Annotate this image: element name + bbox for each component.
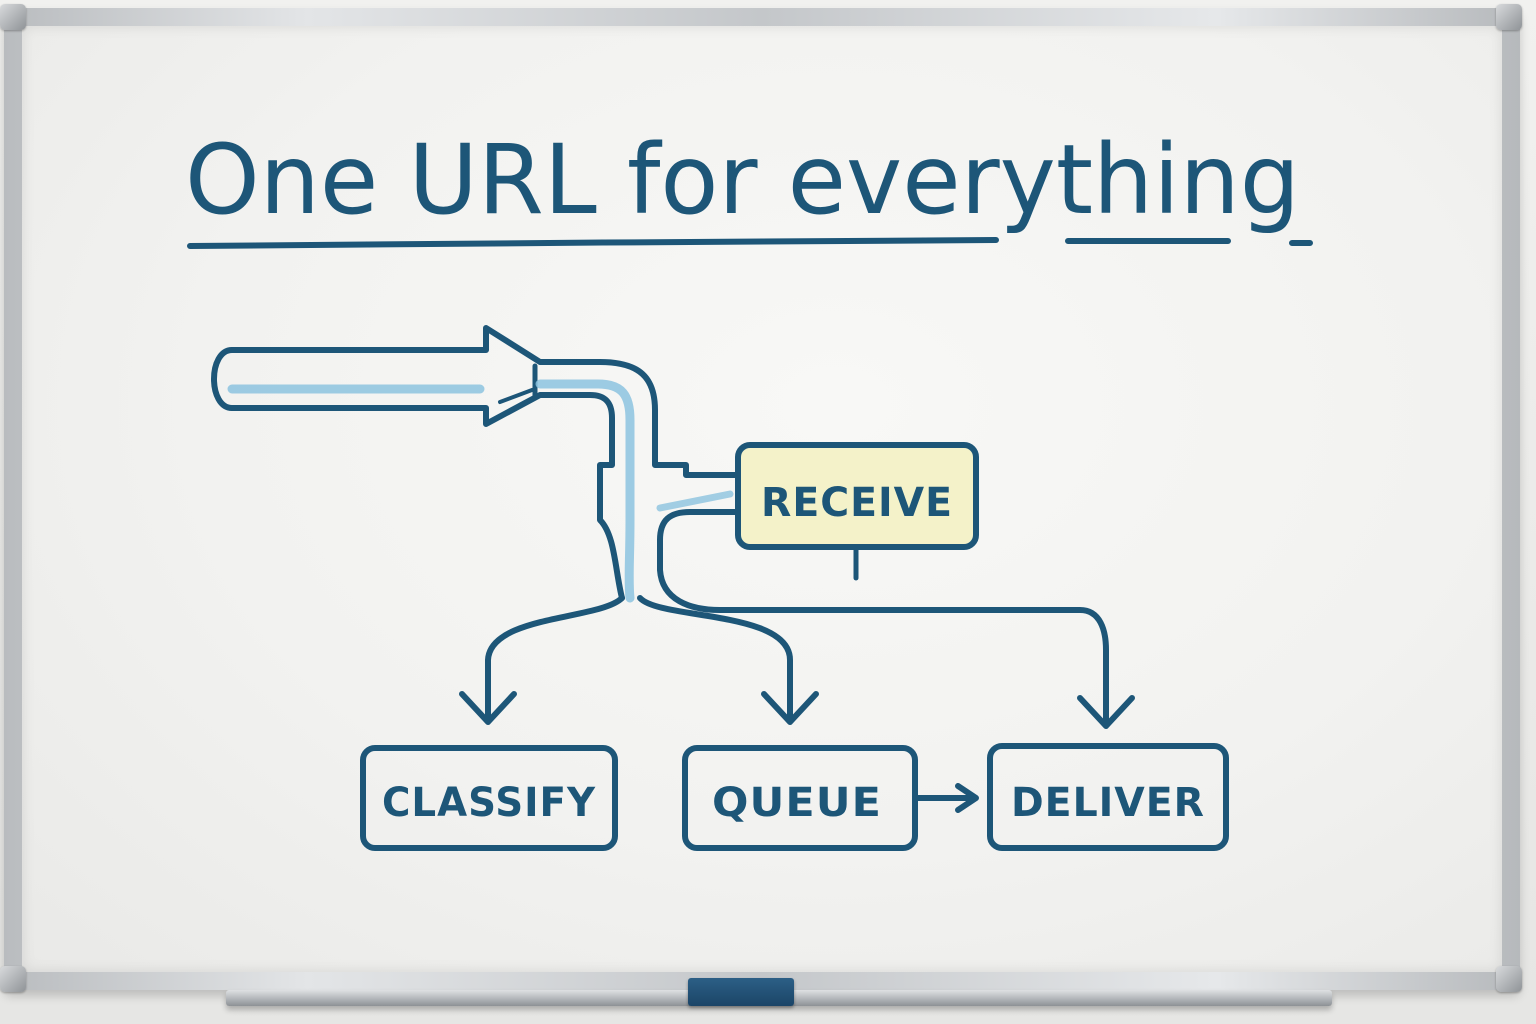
node-receive-label: RECEIVE bbox=[761, 480, 953, 526]
whiteboard-eraser[interactable] bbox=[688, 978, 794, 1006]
node-queue-label: QUEUE bbox=[712, 780, 882, 826]
frame-corner-top-left bbox=[0, 4, 26, 30]
node-queue: QUEUE bbox=[682, 745, 918, 851]
node-deliver-label: DELIVER bbox=[1011, 780, 1205, 826]
flow-arrows bbox=[459, 537, 1135, 813]
pipe-icon bbox=[211, 325, 743, 603]
board-title: One URL for everything bbox=[185, 124, 1300, 236]
arrow-to-deliver bbox=[657, 537, 1109, 725]
arrow-to-classify bbox=[485, 595, 625, 721]
frame-corner-bottom-right bbox=[1496, 966, 1522, 992]
node-receive: RECEIVE bbox=[735, 442, 979, 581]
node-classify: CLASSIFY bbox=[360, 745, 618, 851]
title-underline bbox=[187, 237, 1313, 249]
node-deliver: DELIVER bbox=[987, 743, 1229, 851]
arrow-to-queue bbox=[637, 595, 793, 721]
frame-corner-bottom-left bbox=[0, 966, 26, 992]
frame-corner-top-right bbox=[1496, 4, 1522, 30]
node-classify-label: CLASSIFY bbox=[382, 780, 596, 826]
